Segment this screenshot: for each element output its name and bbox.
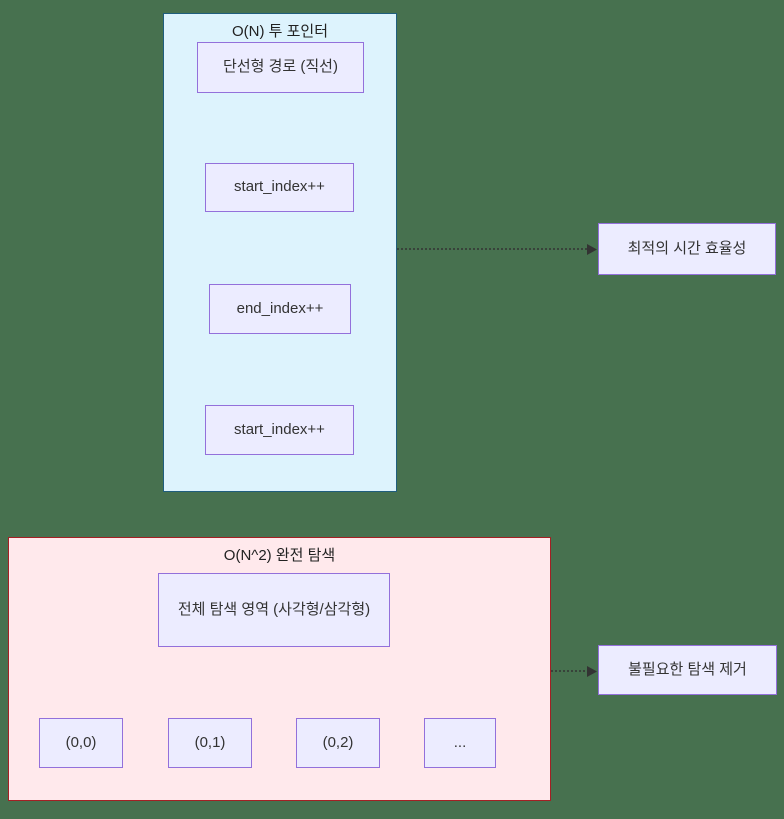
node-cell-01: (0,1) [168,718,252,768]
node-start-index-1: start_index++ [205,163,354,212]
node-outcome-prune-search: 불필요한 탐색 제거 [598,645,777,695]
node-cell-00: (0,0) [39,718,123,768]
node-search-area: 전체 탐색 영역 (사각형/삼각형) [158,573,390,647]
node-cell-ellipsis: ... [424,718,496,768]
node-cell-02: (0,2) [296,718,380,768]
arrowhead-outcome2 [587,666,597,677]
node-linear-path: 단선형 경로 (직선) [197,42,364,93]
arrowhead-outcome1 [587,244,597,255]
subgraph-two-pointer-title: O(N) 투 포인터 [231,23,329,40]
node-start-index-2: start_index++ [205,405,354,455]
node-outcome-time-efficiency: 최적의 시간 효율성 [598,223,776,275]
node-end-index: end_index++ [209,284,351,334]
subgraph-brute-force-title: O(N^2) 완전 탐색 [223,547,336,564]
